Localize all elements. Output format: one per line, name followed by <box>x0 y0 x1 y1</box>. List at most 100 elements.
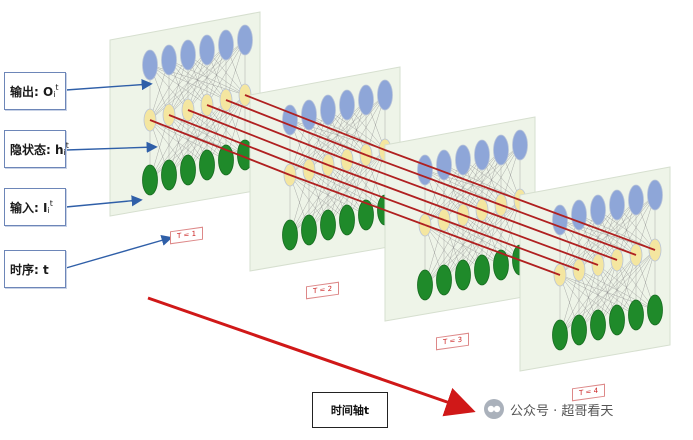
time-step-panel-3 <box>384 116 536 322</box>
output-node <box>512 129 528 161</box>
input-node <box>647 294 663 326</box>
input-node <box>282 219 298 251</box>
input-node <box>199 149 215 181</box>
output-node <box>358 84 374 116</box>
feedforward-edge <box>289 164 329 236</box>
recurrent-link <box>424 224 561 276</box>
input-node <box>218 144 234 176</box>
recurrent-links <box>149 94 656 276</box>
input-node <box>358 199 374 231</box>
recurrent-link <box>244 94 386 151</box>
output-node <box>237 24 253 56</box>
input-node <box>436 264 452 296</box>
label-pointers <box>65 79 173 269</box>
output-node <box>417 154 433 186</box>
input-node <box>142 164 158 196</box>
hidden-state-label-sup: t <box>65 140 69 150</box>
recurrent-link <box>225 99 367 156</box>
input-node <box>320 209 336 241</box>
wechat-icon <box>484 399 504 419</box>
input-node <box>552 319 568 351</box>
hidden-state-label-text: 隐状态: h <box>10 142 64 157</box>
hidden-state-label-sub: i <box>63 147 66 157</box>
output-node <box>218 29 234 61</box>
feedforward-edge <box>327 94 386 166</box>
output-label-sup: t <box>55 82 59 92</box>
feedforward-edge <box>424 214 464 286</box>
feedforward-edge <box>616 249 656 321</box>
input-node <box>417 269 433 301</box>
feedforward-edge <box>289 104 348 176</box>
output-node <box>161 44 177 76</box>
recurrent-link <box>365 154 502 206</box>
feedforward-edge <box>149 104 208 181</box>
label-pointer-1 <box>65 79 153 91</box>
recurrent-link <box>149 119 291 176</box>
label-pointer-2 <box>65 141 158 153</box>
recurrent-link <box>500 204 637 256</box>
recurrent-link <box>308 169 445 221</box>
output-node <box>493 134 509 166</box>
output-node <box>474 139 490 171</box>
feedforward-edge <box>289 159 348 236</box>
input-node <box>628 299 644 331</box>
feedforward-edge <box>481 144 521 211</box>
output-label-text: 输出: O <box>10 84 54 99</box>
output-node <box>282 104 298 136</box>
input-node <box>571 314 587 346</box>
feedforward-edge <box>187 39 246 111</box>
feedforward-edge <box>424 209 483 286</box>
output-node <box>590 194 606 226</box>
feedforward-edge <box>559 204 618 276</box>
recurrent-link <box>481 209 618 261</box>
time-label-text: 时序: t <box>10 262 49 277</box>
recurrent-link <box>443 219 580 271</box>
watermark: 公众号 · 超哥看天 <box>484 398 613 420</box>
output-node <box>339 89 355 121</box>
recurrent-link <box>327 164 464 216</box>
input-node <box>161 159 177 191</box>
feedforward-edge <box>462 144 521 216</box>
input-node <box>339 204 355 236</box>
feedforward-edge <box>206 94 246 166</box>
feedforward-edge <box>616 194 656 261</box>
recurrent-link <box>346 159 483 211</box>
feedforward-edge <box>424 154 483 226</box>
time-axis-arrow <box>147 296 476 417</box>
input-node <box>455 259 471 291</box>
recurrent-link <box>462 214 599 266</box>
feedforward-edge <box>597 194 656 266</box>
input-label-sup: t <box>49 198 53 208</box>
input-node <box>590 309 606 341</box>
time-step-panels <box>109 11 671 372</box>
input-label-text: 输入: I <box>10 200 48 215</box>
input-label-sub: i <box>47 205 50 215</box>
input-node <box>493 249 509 281</box>
feedforward-edge <box>481 199 521 271</box>
recurrent-link <box>206 104 348 161</box>
output-node <box>180 39 196 71</box>
output-node <box>436 149 452 181</box>
time-step-panel-1 <box>109 11 261 217</box>
recurrent-link <box>168 114 310 171</box>
input-node <box>474 254 490 286</box>
time-step-panel-4 <box>519 166 671 372</box>
label-pointer-4 <box>65 234 173 269</box>
output-node <box>142 49 158 81</box>
output-node <box>377 79 393 111</box>
recurrent-link <box>384 149 521 201</box>
output-label-sub: i <box>53 89 56 99</box>
watermark-text: 公众号 · 超哥看天 <box>510 403 614 419</box>
time-axis-label: 时间轴t <box>312 392 388 428</box>
output-node <box>571 199 587 231</box>
output-node <box>455 144 471 176</box>
output-node <box>647 179 663 211</box>
output-node <box>199 34 215 66</box>
input-node <box>301 214 317 246</box>
feedforward-edge <box>149 49 208 121</box>
